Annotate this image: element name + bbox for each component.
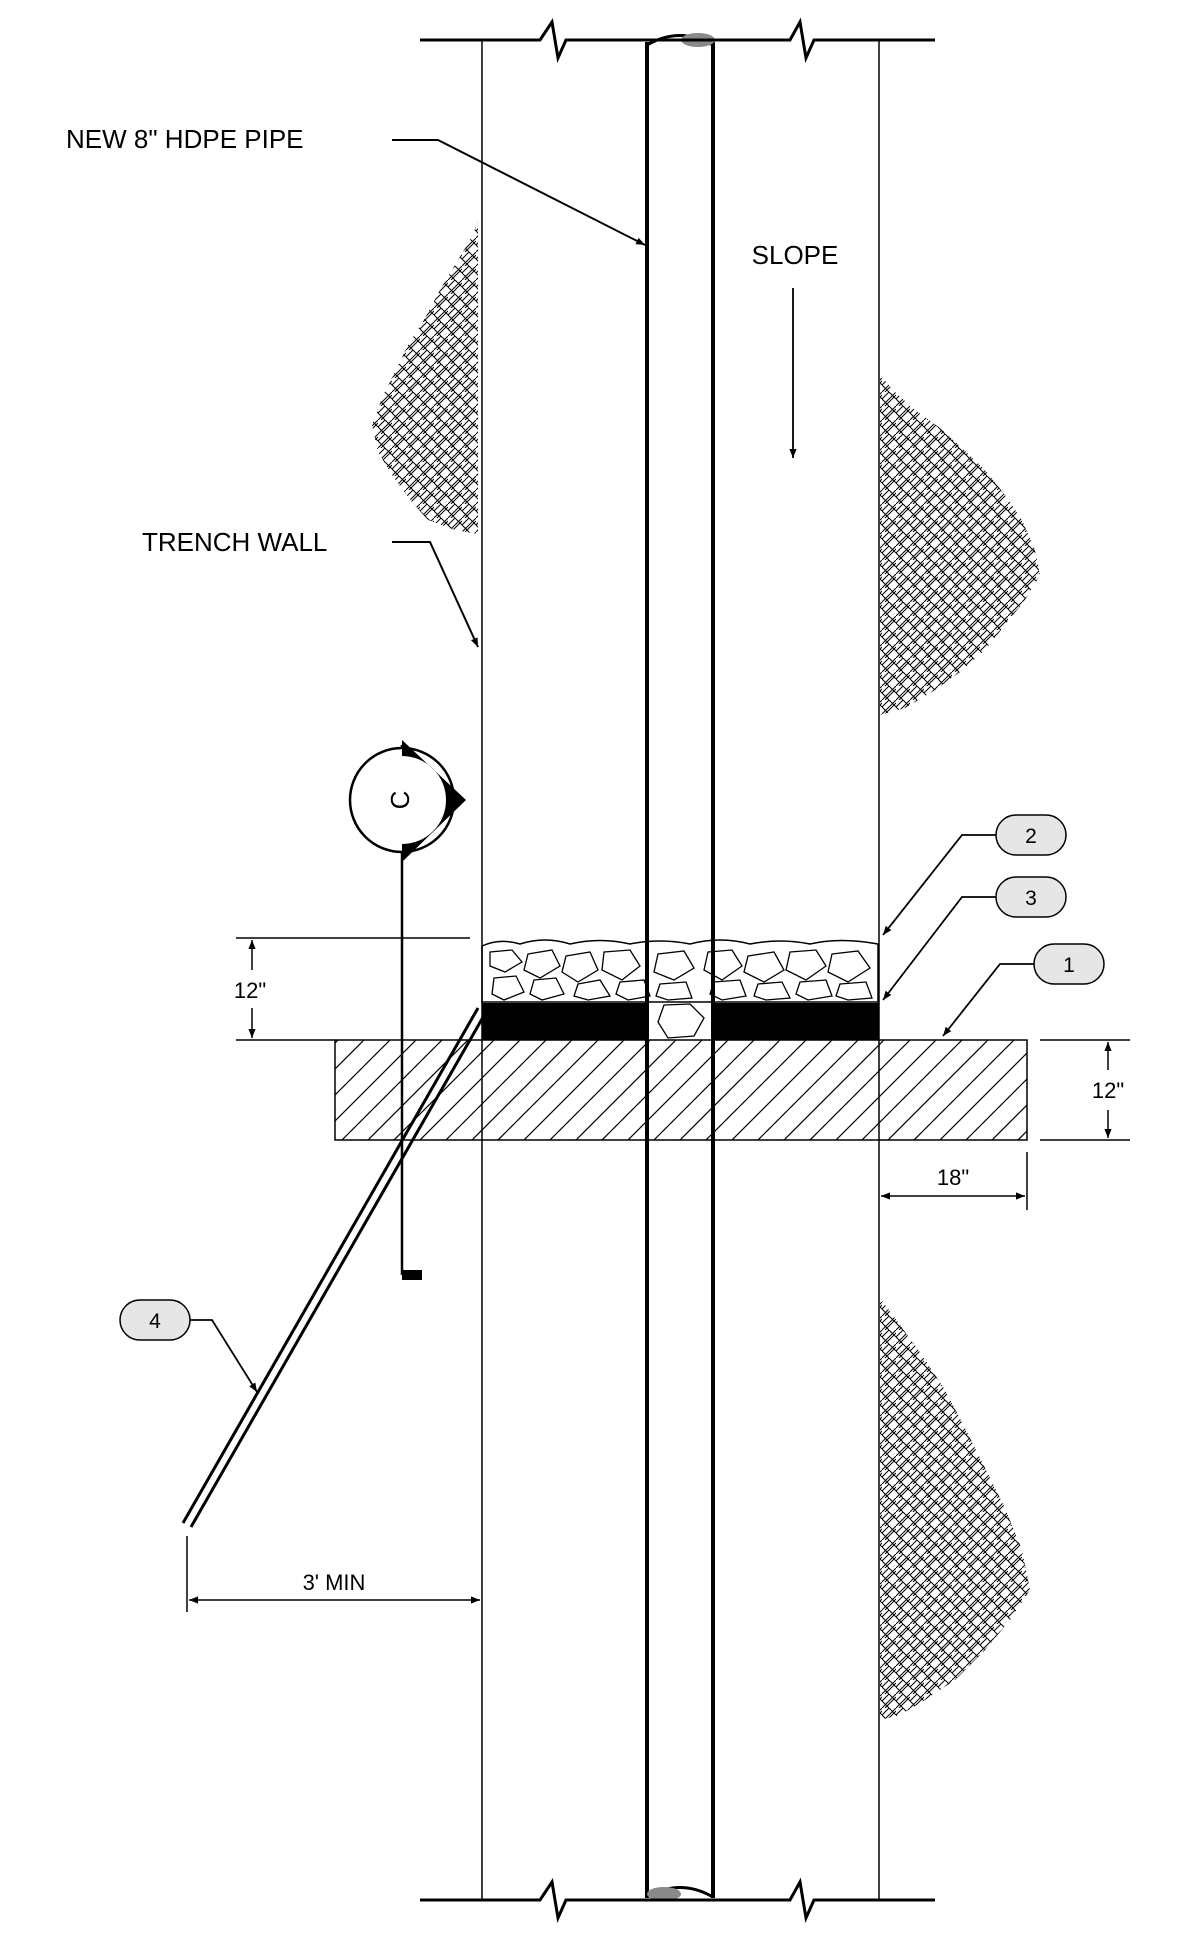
callout-1-leader [942,963,1034,1037]
pipe-label: NEW 8" HDPE PIPE [66,124,304,154]
section-cut-end [402,1270,422,1280]
bedding-footing [334,1039,1028,1141]
soil-right-upper [880,375,1040,715]
anchor-line-b [189,1011,488,1528]
dim-3min-width: 3' MIN [303,1570,366,1595]
dim-18-width: 18" [937,1165,969,1190]
callout-3-leader [882,896,996,1001]
dim-right-height: 12" [1092,1078,1124,1103]
callout-2-label: 2 [1025,825,1037,848]
gravel-cap [481,939,879,1039]
break-line-bottom [420,1877,935,1924]
pipe-end-bottom-fill [647,1887,681,1901]
slope-label: SLOPE [752,240,839,270]
trench-wall-leader [392,541,479,648]
callout-3-label: 3 [1025,887,1037,910]
trench-wall-label: TRENCH WALL [142,527,327,557]
callout-1: 1 [1033,943,1105,985]
callout-4-label: 4 [149,1310,161,1333]
anchor-line-a [181,1007,480,1524]
membrane-left [482,1003,647,1040]
dim-left-height: 12" [234,978,266,1003]
callout-1-label: 1 [1063,954,1075,977]
callout-4: 4 [119,1299,191,1341]
soil-right-lower [880,1298,1030,1720]
section-arrow [402,740,466,862]
section-marker-letter: C [385,791,415,810]
callout-4-leader [190,1319,258,1393]
soil-left-upper [372,222,478,534]
break-line-top [420,17,935,64]
pipe-leader [392,139,646,246]
callout-2-leader [882,834,996,936]
callout-2: 2 [995,814,1067,856]
callout-3: 3 [995,876,1067,918]
membrane-right [713,1003,879,1040]
